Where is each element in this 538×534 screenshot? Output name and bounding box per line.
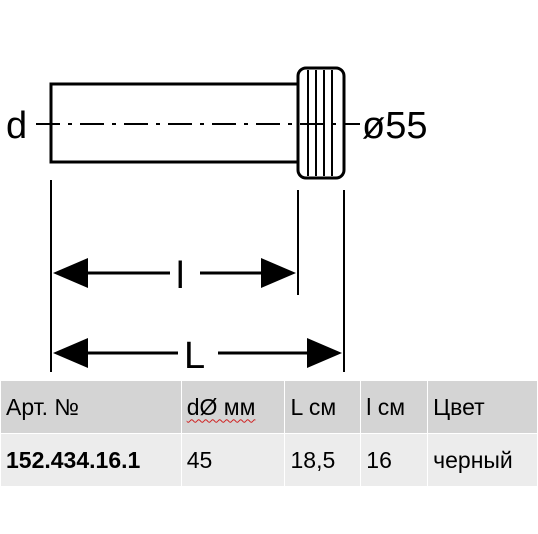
header-color: Цвет <box>427 380 538 434</box>
header-length-l: l см <box>360 380 429 434</box>
arrow-right-L <box>307 338 342 368</box>
table-header-row: Арт. № dØ мм L см l см Цвет <box>0 380 538 434</box>
arrow-right-l <box>261 258 296 288</box>
header-diameter: dØ мм <box>180 380 286 434</box>
label-outer-diameter: ø55 <box>362 105 427 147</box>
cell-length-l: 16 <box>360 433 429 487</box>
dimension-L: L <box>53 335 342 377</box>
label-l: l <box>176 255 184 297</box>
table-row: 152.434.16.1 45 18,5 16 черный <box>0 433 538 487</box>
label-d: d <box>6 105 27 147</box>
header-article: Арт. № <box>0 380 182 434</box>
spec-table: Арт. № dØ мм L см l см Цвет 152.434.16.1… <box>0 380 538 487</box>
cell-diameter: 45 <box>180 433 286 487</box>
extension-lines <box>50 180 345 372</box>
cell-color: черный <box>427 433 538 487</box>
label-L: L <box>184 335 205 377</box>
header-length-L: L см <box>284 380 362 434</box>
cell-length-L: 18,5 <box>284 433 362 487</box>
dimension-l: l <box>53 255 296 297</box>
pipe-dimension-drawing: d ø55 l L <box>6 66 427 377</box>
cell-article: 152.434.16.1 <box>0 433 182 487</box>
arrow-left-L <box>53 338 88 368</box>
arrow-left-l <box>53 258 88 288</box>
